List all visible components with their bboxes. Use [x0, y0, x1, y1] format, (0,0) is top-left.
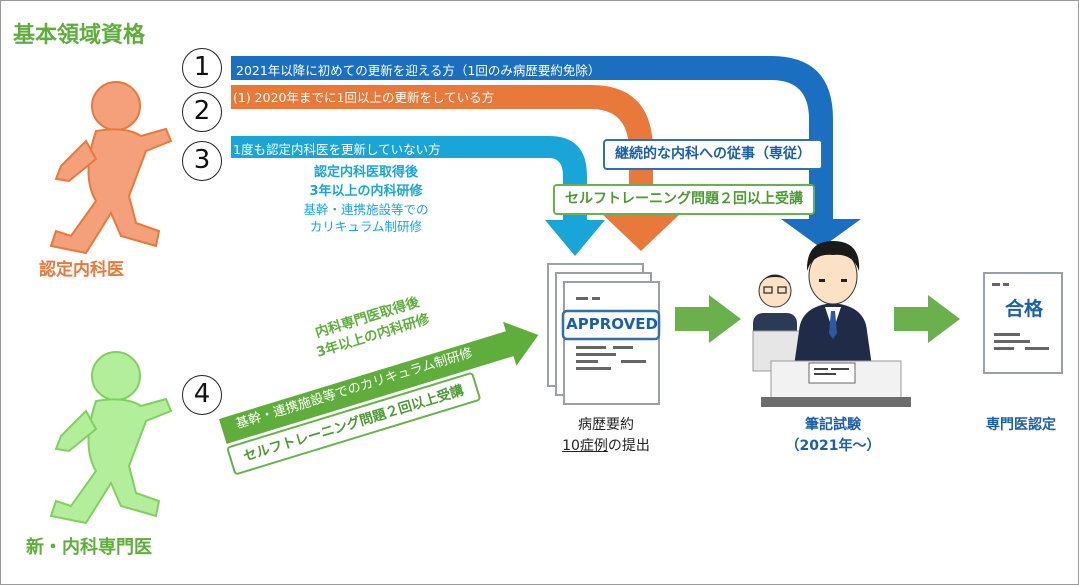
route-number-4: 4 — [182, 375, 222, 415]
route-2-arrow — [231, 85, 681, 251]
route-3-note-2: 3年以上の内科研修 — [309, 184, 423, 199]
self-training-box: セルフトレーニング問題２回以上受講 — [553, 184, 815, 215]
written-exam-caption: 筆記試験 （2021年～） — [773, 415, 893, 457]
route-2-line-1: (1) 2020年までに1回以上の更新をしている方 — [233, 90, 495, 105]
exam-line-2: （2021年～） — [785, 438, 881, 454]
certification-caption: 専門医認定 — [986, 417, 1056, 433]
route-2-line-2: (2) ①で不合格となった方 — [233, 108, 379, 123]
route-3-arrow — [231, 136, 605, 256]
route-3-note-3: 基幹・連携施設等での — [303, 202, 429, 217]
exam-line-1: 筆記試験 — [805, 417, 861, 433]
approved-stamp: APPROVED — [566, 315, 658, 333]
running-person-orange-icon — [49, 81, 173, 255]
case-summary-line-2: 10症例の提出 — [546, 436, 666, 457]
certified-internist-label: 認定内科医 — [39, 260, 124, 280]
arrow-to-exam — [675, 295, 741, 343]
route-number-1: 1 — [182, 48, 222, 88]
case-summary-suffix: の提出 — [607, 438, 650, 454]
route-3-notes: 認定内科医取得後 3年以上の内科研修 基幹・連携施設等での カリキュラム制研修 — [271, 163, 461, 235]
arrow-to-certification — [894, 295, 960, 343]
running-person-green-icon — [49, 351, 173, 525]
route-1-arrow — [231, 56, 861, 248]
new-specialist-label: 新・内科専門医 — [26, 537, 152, 558]
route-3-note-1: 認定内科医取得後 — [313, 165, 418, 180]
case-count: 10症例 — [562, 438, 608, 454]
page-title: 基本領域資格 — [13, 23, 146, 48]
route-number-2: 2 — [182, 92, 222, 132]
certificate-icon — [983, 272, 1063, 374]
route-number-3: 3 — [182, 141, 222, 181]
route-4-arrow — [219, 321, 539, 444]
case-summary-line-1: 病歴要約 — [578, 417, 634, 433]
written-exam-icon — [752, 241, 911, 407]
case-summary-documents-icon — [547, 263, 661, 405]
route-3-note-4: カリキュラム制研修 — [309, 219, 423, 234]
case-summary-caption: 病歴要約 10症例の提出 — [546, 415, 666, 457]
route-1-text: 2021年以降に初めての更新を迎える方（1回のみ病歴要約免除） — [236, 63, 601, 78]
continuous-practice-box: 継続的な内科への従事（専従） — [603, 139, 823, 170]
pass-stamp: 合格 — [1004, 298, 1043, 320]
route-3-text: 1度も認定内科医を更新していない方 — [233, 142, 441, 157]
